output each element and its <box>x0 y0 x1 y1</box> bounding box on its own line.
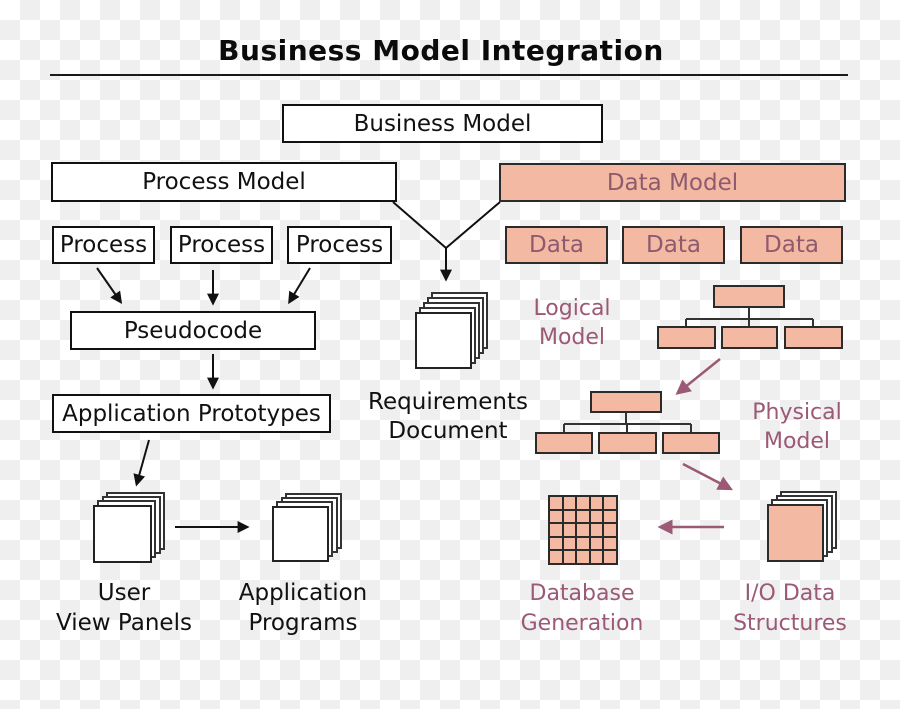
user-view-panels-line1: User <box>97 580 151 606</box>
title-underline <box>50 74 848 76</box>
database-generation-line1: Database <box>529 581 635 606</box>
document-sheet <box>272 506 329 562</box>
requirements-document-label: Requirements Document <box>358 388 538 446</box>
user-view-panels-stack-icon <box>93 492 168 564</box>
application-programs-line2: Programs <box>248 610 358 636</box>
physical-model-label: Physical Model <box>737 398 857 456</box>
grid-cell <box>550 537 562 550</box>
application-programs-line1: Application <box>238 580 368 606</box>
physical-tree-parent-node <box>590 391 662 413</box>
data-box-1-label: Data <box>529 232 584 258</box>
grid-cell <box>577 551 589 563</box>
application-prototypes-label: Application Prototypes <box>62 400 321 427</box>
user-view-panels-line2: View Panels <box>56 610 192 636</box>
grid-cell <box>550 510 562 523</box>
io-data-structures-stack-icon <box>767 491 838 563</box>
pseudocode-box: Pseudocode <box>70 311 316 350</box>
pseudocode-label: Pseudocode <box>123 317 263 344</box>
document-sheet <box>767 504 824 562</box>
process-model-label: Process Model <box>142 169 306 195</box>
data-box-1: Data <box>505 226 608 264</box>
grid-cell <box>590 497 603 509</box>
io-data-structures-line2: Structures <box>733 611 847 636</box>
document-sheet <box>415 312 472 369</box>
process-box-3: Process <box>287 226 392 264</box>
grid-cell <box>550 524 562 536</box>
data-box-3: Data <box>740 226 843 264</box>
database-generation-label: Database Generation <box>502 579 662 639</box>
grid-cell <box>577 537 589 550</box>
physical-model-line1: Physical <box>752 400 842 425</box>
page-title: Business Model Integration <box>218 34 664 67</box>
process-box-2-label: Process <box>177 232 266 258</box>
physical-tree-connectors <box>563 413 692 432</box>
grid-cell <box>590 524 603 536</box>
grid-cell <box>604 510 616 523</box>
data-box-2-label: Data <box>646 232 701 258</box>
grid-cell <box>563 497 576 509</box>
business-model-box: Business Model <box>282 104 603 143</box>
user-view-panels-label: User View Panels <box>44 578 204 638</box>
application-programs-label: Application Programs <box>223 578 383 638</box>
process-box-2: Process <box>170 226 273 264</box>
process-box-3-label: Process <box>295 232 384 258</box>
requirements-document-line1: Requirements <box>368 389 528 415</box>
grid-cell <box>563 510 576 523</box>
grid-cell <box>550 551 562 563</box>
logical-model-line1: Logical <box>533 296 611 321</box>
grid-cell <box>604 524 616 536</box>
arrow-physical-iostructures <box>682 462 733 491</box>
grid-cell <box>590 510 603 523</box>
application-prototypes-box: Application Prototypes <box>52 394 331 433</box>
grid-cell <box>604 537 616 550</box>
application-programs-stack-icon <box>272 493 343 563</box>
arrow-process1-pseudocode <box>96 267 123 304</box>
grid-cell <box>563 524 576 536</box>
grid-cell <box>563 537 576 550</box>
process-model-box: Process Model <box>51 162 397 202</box>
grid-cell <box>590 537 603 550</box>
database-generation-line2: Generation <box>520 611 644 636</box>
grid-cell <box>577 524 589 536</box>
physical-tree-child-node-3 <box>662 432 720 454</box>
logical-tree-connectors <box>685 308 814 326</box>
grid-cell <box>550 497 562 509</box>
grid-cell <box>577 510 589 523</box>
requirements-document-stack-icon <box>415 292 493 370</box>
arrow-prototypes-userpanels <box>133 439 150 487</box>
grid-cell <box>577 497 589 509</box>
grid-cell <box>604 551 616 563</box>
business-model-label: Business Model <box>353 110 532 137</box>
logical-model-line2: Model <box>538 325 606 350</box>
arrow-logical-physical <box>675 358 721 395</box>
logical-tree-child-node-2 <box>721 326 778 349</box>
requirements-document-line2: Document <box>388 418 508 444</box>
physical-tree-child-node-1 <box>535 432 593 454</box>
merge-connector-lines <box>392 201 501 249</box>
data-box-2: Data <box>622 226 725 264</box>
arrow-process3-pseudocode <box>288 267 311 305</box>
grid-cell <box>604 497 616 509</box>
data-model-box: Data Model <box>499 163 846 202</box>
database-table-grid-icon <box>548 495 618 565</box>
process-box-1-label: Process <box>59 232 148 258</box>
data-box-3-label: Data <box>764 232 819 258</box>
document-sheet <box>93 505 152 563</box>
process-box-1: Process <box>52 226 155 264</box>
logical-tree-child-node-3 <box>784 326 843 349</box>
logical-tree-parent-node <box>713 285 785 308</box>
grid-cell <box>563 551 576 563</box>
logical-tree-child-node-1 <box>657 326 716 349</box>
physical-tree-child-node-2 <box>598 432 657 454</box>
io-data-structures-line1: I/O Data <box>744 581 836 606</box>
physical-model-line2: Model <box>763 429 831 454</box>
io-data-structures-label: I/O Data Structures <box>710 579 870 639</box>
data-model-label: Data Model <box>606 169 739 196</box>
logical-model-label: Logical Model <box>512 294 632 352</box>
grid-cell <box>590 551 603 563</box>
